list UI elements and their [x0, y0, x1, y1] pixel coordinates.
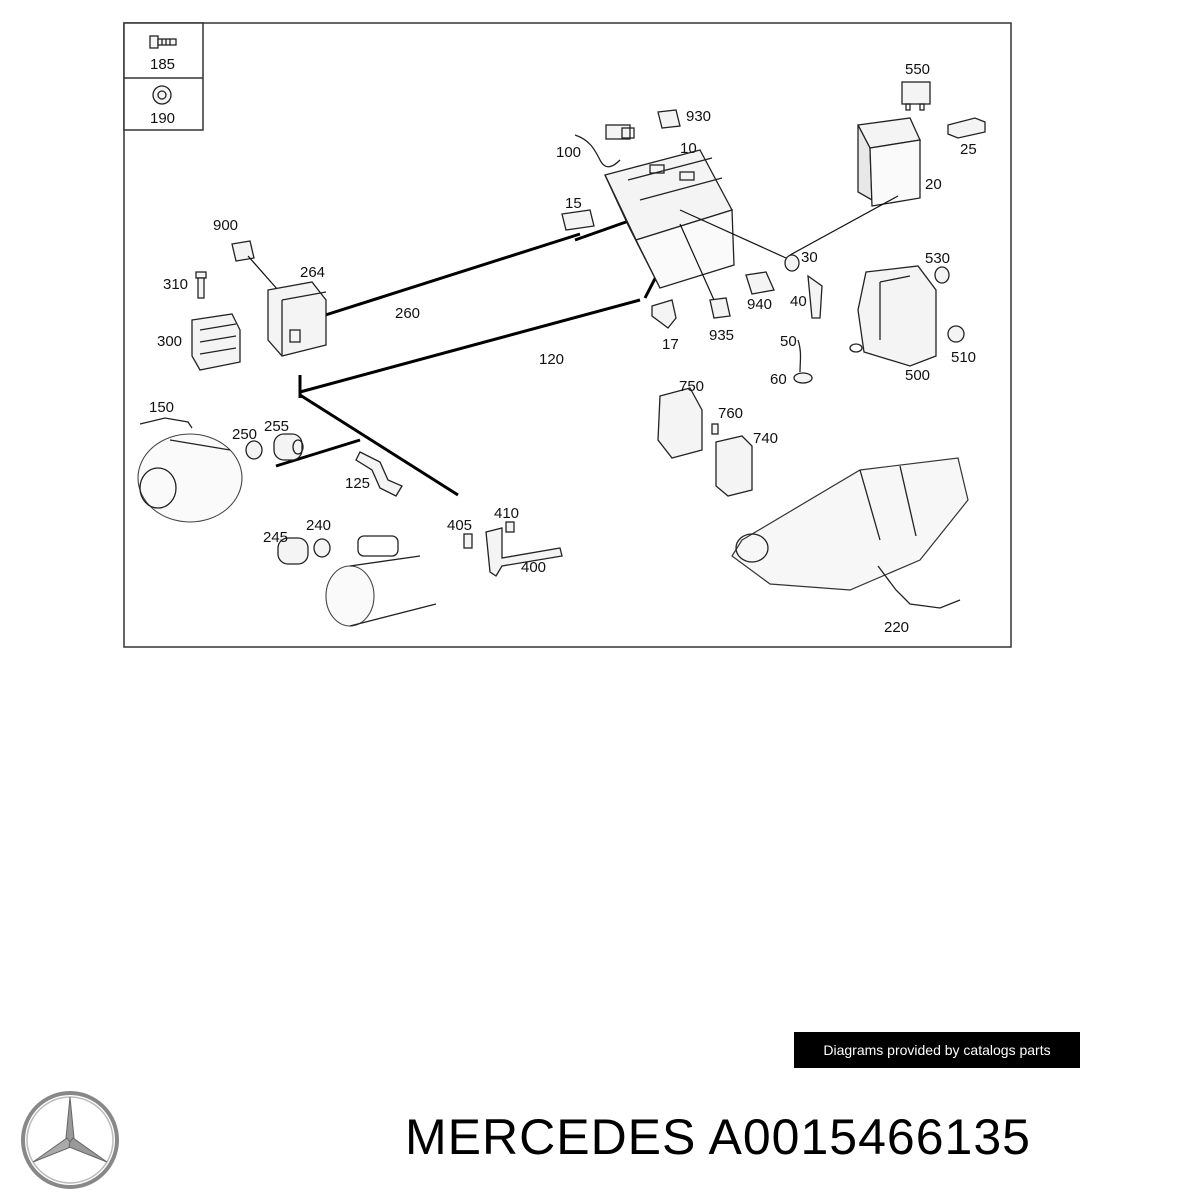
- rubber-mount: [273, 433, 304, 461]
- part-callout: 25: [960, 141, 977, 158]
- part-callout: 245: [263, 529, 288, 546]
- grommet: [793, 372, 813, 384]
- part-callout: 935: [709, 327, 734, 344]
- part-callout: 264: [300, 264, 325, 281]
- part-callout: 400: [521, 559, 546, 576]
- cable-bracket: [463, 521, 563, 577]
- oil-line: [877, 565, 961, 609]
- module-box: [715, 435, 753, 497]
- part-callout: 750: [679, 378, 704, 395]
- part-callout: 255: [264, 418, 289, 435]
- terminal: [651, 299, 677, 329]
- part-callout: 760: [718, 405, 743, 422]
- part-callout: 260: [395, 305, 420, 322]
- legend-label: 190: [150, 110, 175, 127]
- callout-labels: 930 550 100 10 25 20 15 900 264 310 260 …: [149, 61, 977, 636]
- part-callout: 940: [747, 296, 772, 313]
- part-callout: 60: [770, 371, 787, 388]
- part-callout: 220: [884, 619, 909, 636]
- legend-label: 185: [150, 56, 175, 73]
- part-callout: 550: [905, 61, 930, 78]
- part-callout: 50: [780, 333, 797, 350]
- part-callout: 125: [345, 475, 370, 492]
- part-callout: 150: [149, 399, 174, 416]
- part-callout: 20: [925, 176, 942, 193]
- alternator: [137, 433, 243, 523]
- bolt-icon: [149, 35, 177, 49]
- part-callout: 120: [539, 351, 564, 368]
- part-callout: 10: [680, 140, 697, 157]
- part-callout: 100: [556, 144, 581, 161]
- part-callout: 530: [925, 250, 950, 267]
- part-callout: 410: [494, 505, 519, 522]
- part-callout: 500: [905, 367, 930, 384]
- part-callout: 40: [790, 293, 807, 310]
- bolt: [711, 423, 719, 435]
- auxiliary-battery: [856, 117, 921, 207]
- harness-bracket: [355, 451, 403, 497]
- part-callout: 15: [565, 195, 582, 212]
- starter-motor: [325, 535, 437, 627]
- part-callout: 300: [157, 333, 182, 350]
- diagram-credit-caption: Diagrams provided by catalogs parts: [794, 1032, 1080, 1068]
- bushing: [313, 538, 331, 558]
- clip: [947, 117, 986, 139]
- ground-strap: [139, 417, 193, 429]
- module-bracket: [657, 387, 703, 459]
- bracket: [745, 271, 775, 295]
- battery: [604, 149, 735, 289]
- control-unit: [267, 281, 327, 357]
- relay: [901, 81, 931, 111]
- part-callout: 250: [232, 426, 257, 443]
- label-tag: [657, 109, 681, 129]
- fuse-box: [191, 313, 241, 371]
- part-callout: 240: [306, 517, 331, 534]
- rubber-mount: [277, 537, 309, 565]
- brand-part-number-title: MERCEDES A0015466135: [405, 1108, 1031, 1166]
- nut: [784, 254, 800, 272]
- transmission: [731, 457, 969, 591]
- battery-cable: [574, 124, 635, 168]
- mercedes-star-icon: [21, 1091, 119, 1189]
- nut: [947, 325, 965, 343]
- brand-name: MERCEDES: [405, 1109, 697, 1165]
- legend-box: 185 190: [123, 22, 204, 131]
- label-tag: [709, 297, 731, 319]
- bolt: [195, 271, 207, 299]
- nut: [934, 266, 950, 284]
- label-tag: [231, 240, 255, 262]
- part-callout: 405: [447, 517, 472, 534]
- hose-fitting: [807, 274, 823, 319]
- part-callout: 17: [662, 336, 679, 353]
- mount-bracket: [849, 265, 937, 367]
- part-callout: 310: [163, 276, 188, 293]
- part-callout: 740: [753, 430, 778, 447]
- part-callout: 930: [686, 108, 711, 125]
- nut-icon: [152, 85, 172, 105]
- part-callout: 510: [951, 349, 976, 366]
- label-tag: [561, 209, 595, 231]
- part-callout: 900: [213, 217, 238, 234]
- part-callout: 30: [801, 249, 818, 266]
- hose: [797, 339, 802, 373]
- bushing: [245, 440, 263, 460]
- part-number: A0015466135: [708, 1109, 1031, 1165]
